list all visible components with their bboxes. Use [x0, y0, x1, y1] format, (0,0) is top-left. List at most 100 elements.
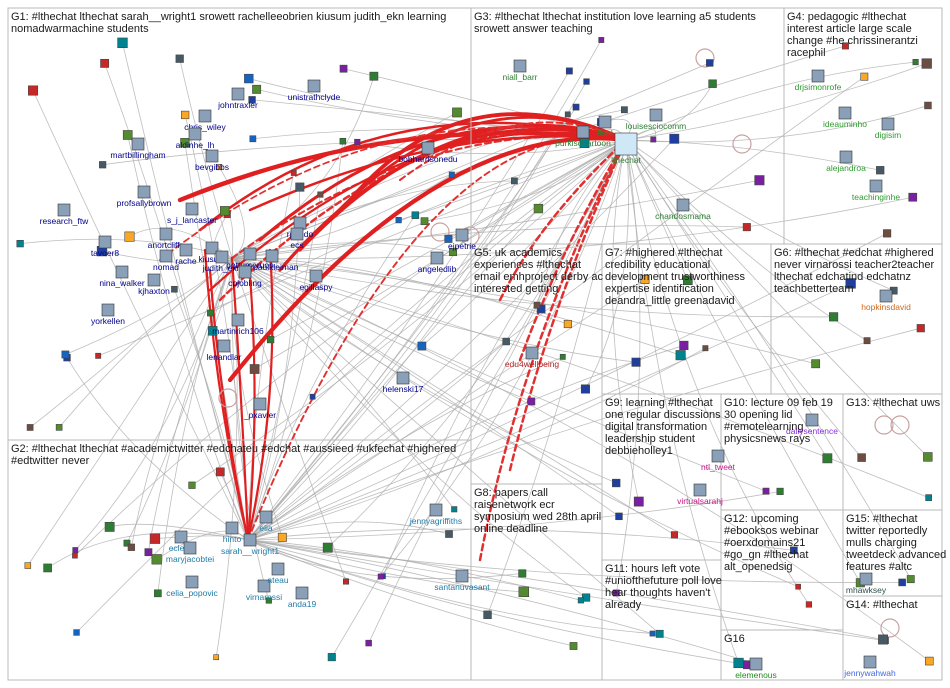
- node[interactable]: [354, 138, 361, 146]
- node[interactable]: [631, 357, 641, 367]
- node[interactable]: [249, 135, 257, 143]
- node[interactable]: [213, 654, 220, 661]
- node[interactable]: [754, 175, 765, 186]
- node[interactable]: [449, 248, 458, 257]
- node-avatar[interactable]: [396, 371, 410, 385]
- node[interactable]: [533, 203, 544, 214]
- node[interactable]: [339, 137, 347, 145]
- node[interactable]: [43, 563, 52, 573]
- node[interactable]: [883, 229, 892, 238]
- node[interactable]: [669, 133, 680, 144]
- node[interactable]: [706, 59, 714, 67]
- node[interactable]: [171, 285, 178, 293]
- node-avatar[interactable]: [131, 137, 145, 151]
- node-avatar[interactable]: [259, 510, 273, 524]
- node[interactable]: [860, 72, 869, 81]
- node[interactable]: [149, 533, 161, 544]
- node[interactable]: [613, 589, 620, 597]
- node-avatar[interactable]: [309, 269, 323, 283]
- node[interactable]: [675, 350, 686, 361]
- node-avatar[interactable]: [863, 655, 877, 669]
- node[interactable]: [502, 337, 510, 346]
- node[interactable]: [795, 583, 801, 590]
- node[interactable]: [72, 547, 79, 553]
- node-avatar[interactable]: [198, 109, 212, 123]
- node-avatar[interactable]: [429, 503, 443, 517]
- node-avatar[interactable]: [231, 313, 245, 327]
- node[interactable]: [649, 630, 656, 637]
- node[interactable]: [411, 211, 420, 219]
- node[interactable]: [876, 166, 885, 175]
- node-avatar[interactable]: [811, 69, 825, 83]
- node-avatar[interactable]: [174, 530, 188, 544]
- node[interactable]: [265, 597, 272, 604]
- node[interactable]: [845, 278, 856, 289]
- node[interactable]: [857, 453, 866, 462]
- node[interactable]: [448, 171, 455, 178]
- node-avatar[interactable]: [217, 339, 231, 353]
- node[interactable]: [878, 634, 888, 645]
- node-avatar[interactable]: [185, 202, 199, 216]
- node-avatar[interactable]: [183, 541, 197, 555]
- node[interactable]: [395, 217, 402, 224]
- node[interactable]: [708, 79, 717, 88]
- node[interactable]: [181, 110, 190, 120]
- node[interactable]: [216, 164, 223, 171]
- node-avatar[interactable]: [879, 289, 893, 303]
- node[interactable]: [445, 530, 453, 538]
- node[interactable]: [577, 597, 584, 604]
- node[interactable]: [650, 136, 657, 143]
- node[interactable]: [598, 37, 605, 43]
- node[interactable]: [776, 487, 784, 495]
- node[interactable]: [925, 656, 934, 666]
- node[interactable]: [244, 73, 254, 84]
- node[interactable]: [906, 575, 915, 584]
- node-avatar[interactable]: [421, 141, 435, 155]
- node-avatar[interactable]: [525, 346, 539, 360]
- node[interactable]: [249, 364, 260, 374]
- node-avatar[interactable]: [859, 572, 873, 586]
- node-avatar[interactable]: [98, 235, 112, 249]
- node[interactable]: [898, 578, 906, 587]
- node[interactable]: [277, 532, 287, 542]
- node[interactable]: [127, 543, 135, 551]
- node[interactable]: [702, 345, 709, 352]
- node[interactable]: [151, 554, 162, 565]
- node[interactable]: [290, 170, 297, 176]
- node-avatar[interactable]: [147, 273, 161, 287]
- node-avatar[interactable]: [881, 117, 895, 131]
- node[interactable]: [511, 177, 518, 185]
- node[interactable]: [829, 312, 839, 322]
- node-avatar[interactable]: [271, 562, 285, 576]
- node[interactable]: [99, 161, 107, 169]
- node[interactable]: [559, 353, 566, 360]
- node-avatar[interactable]: [101, 303, 115, 317]
- node-avatar[interactable]: [159, 227, 173, 241]
- node-avatar[interactable]: [265, 249, 279, 263]
- node-avatar[interactable]: [243, 247, 257, 261]
- node[interactable]: [762, 487, 770, 495]
- node-avatar[interactable]: [257, 579, 271, 593]
- node[interactable]: [655, 629, 664, 638]
- node[interactable]: [28, 85, 39, 96]
- node[interactable]: [248, 96, 256, 104]
- node[interactable]: [822, 453, 833, 464]
- node[interactable]: [327, 653, 336, 662]
- node-avatar[interactable]: [185, 575, 199, 589]
- node[interactable]: [842, 42, 849, 50]
- node-avatar[interactable]: [290, 227, 304, 241]
- node[interactable]: [518, 586, 530, 598]
- node-avatar[interactable]: [225, 521, 239, 535]
- node[interactable]: [175, 54, 184, 63]
- node-avatar[interactable]: [137, 185, 151, 199]
- node-avatar[interactable]: [205, 149, 219, 163]
- node-avatar[interactable]: [614, 132, 638, 156]
- node-avatar[interactable]: [693, 483, 707, 497]
- node[interactable]: [26, 424, 34, 431]
- node-avatar[interactable]: [805, 413, 819, 427]
- node[interactable]: [640, 274, 650, 284]
- node[interactable]: [122, 130, 133, 140]
- node[interactable]: [444, 234, 453, 243]
- node[interactable]: [925, 494, 932, 501]
- node[interactable]: [417, 341, 427, 351]
